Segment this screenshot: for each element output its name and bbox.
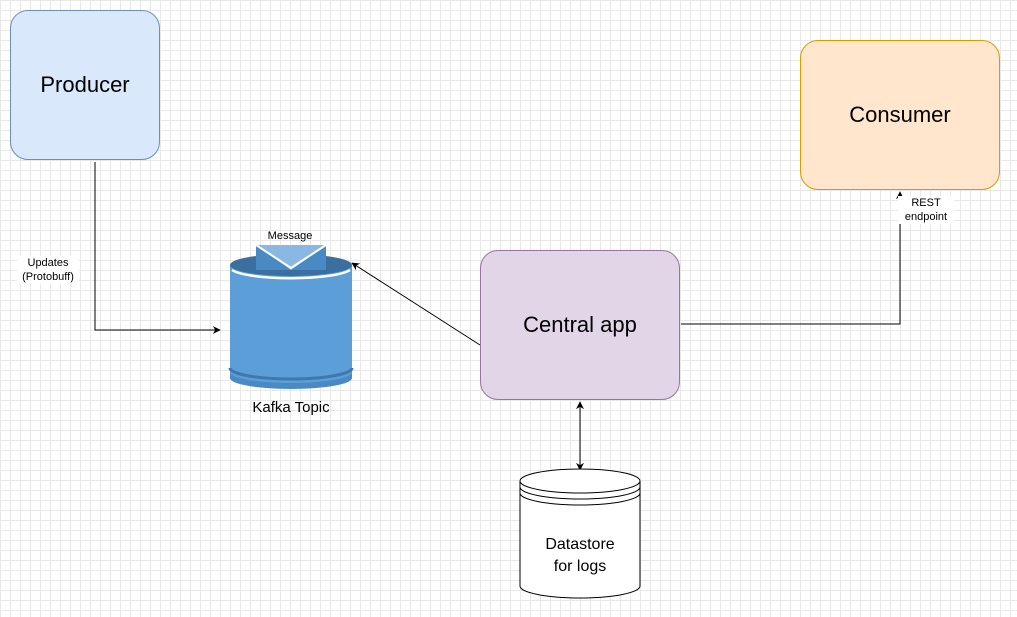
edge-central-to-consumer[interactable] xyxy=(681,191,904,325)
producer-node[interactable]: Producer xyxy=(10,10,160,160)
edge-label-updates: Updates (Protobuff) xyxy=(17,256,79,284)
edge-producer-to-kafka[interactable] xyxy=(94,162,221,334)
message-label: Message xyxy=(267,230,313,242)
datastore-cylinder-icon[interactable] xyxy=(519,468,641,599)
consumer-node[interactable]: Consumer xyxy=(800,40,1000,190)
kafka-topic-icon[interactable] xyxy=(228,254,354,389)
edge-label-rest-endpoint: REST endpoint xyxy=(898,196,954,224)
envelope-icon xyxy=(255,244,327,270)
central-app-label: Central app xyxy=(523,312,637,337)
datastore-label: Datastore for logs xyxy=(545,536,615,575)
edge-central-to-kafka[interactable] xyxy=(351,262,481,346)
consumer-label: Consumer xyxy=(849,102,951,127)
producer-label: Producer xyxy=(40,72,130,97)
kafka-topic-label: Kafka Topic xyxy=(252,399,330,416)
central-app-node[interactable]: Central app xyxy=(480,250,680,400)
